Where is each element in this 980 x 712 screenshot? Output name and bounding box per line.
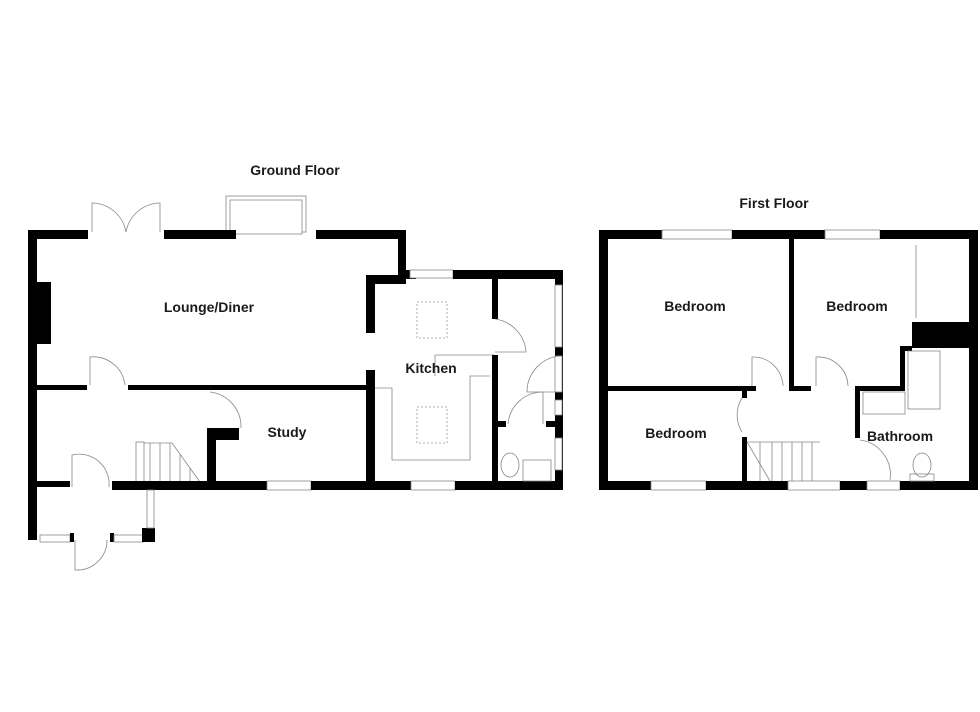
room-label-bedroom-3: Bedroom <box>645 425 706 441</box>
ground-floor-title: Ground Floor <box>250 162 340 178</box>
first-floor: First Floor <box>599 195 978 491</box>
first-floor-title: First Floor <box>739 195 809 211</box>
room-label-bedroom-1: Bedroom <box>664 298 725 314</box>
ground-floor: Ground Floor <box>28 162 563 571</box>
room-label-bedroom-2: Bedroom <box>826 298 887 314</box>
room-label-lounge-diner: Lounge/Diner <box>164 299 255 315</box>
room-label-study: Study <box>268 424 307 440</box>
room-label-bathroom: Bathroom <box>867 428 933 444</box>
room-label-kitchen: Kitchen <box>405 360 456 376</box>
